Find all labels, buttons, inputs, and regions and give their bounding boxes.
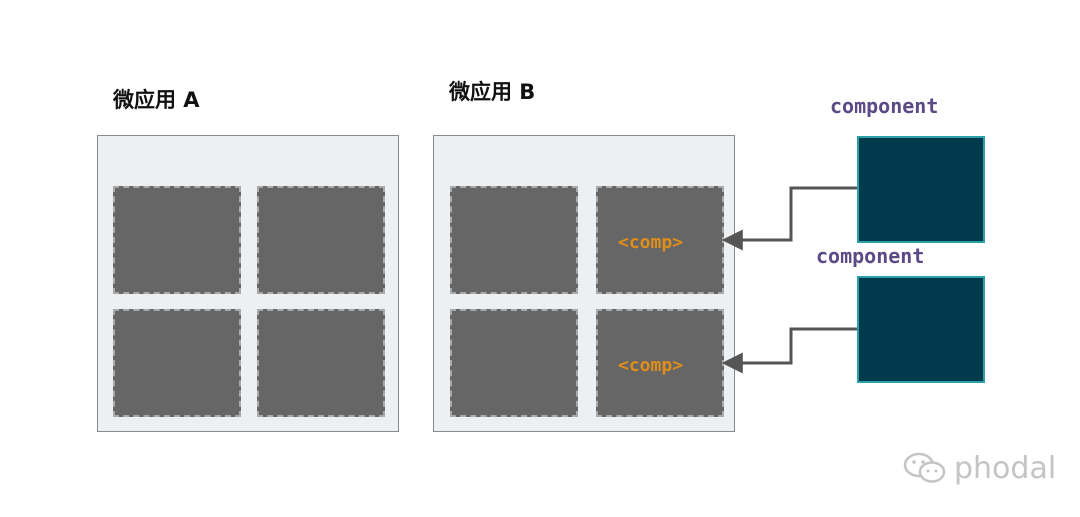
comp-tag: <comp> [618,232,684,253]
component-2-box [857,276,985,383]
component-1-label: component [830,94,939,118]
wechat-icon [903,452,946,483]
app-a-title: 微应用 A [113,88,200,112]
arrow-component-2-to-comp [721,327,857,374]
app-b-tile-2: <comp> [596,186,724,294]
app-a-tile-1 [113,186,241,294]
app-a-tile-2 [257,186,385,294]
component-1-box [857,136,985,243]
app-b-tile-1 [450,186,578,294]
app-b-tile-3 [450,309,578,417]
app-a-tile-4 [257,309,385,417]
app-b-container: <comp> <comp> [433,135,735,432]
app-b-tile-4: <comp> [596,309,724,417]
app-a-tile-3 [113,309,241,417]
component-2-label: component [816,244,925,268]
app-a-container [97,135,399,432]
watermark-text: phodal [954,450,1057,486]
arrow-component-1-to-comp [721,186,857,251]
comp-tag: <comp> [618,355,684,376]
watermark: phodal [902,448,1056,488]
app-b-title: 微应用 B [449,80,536,104]
